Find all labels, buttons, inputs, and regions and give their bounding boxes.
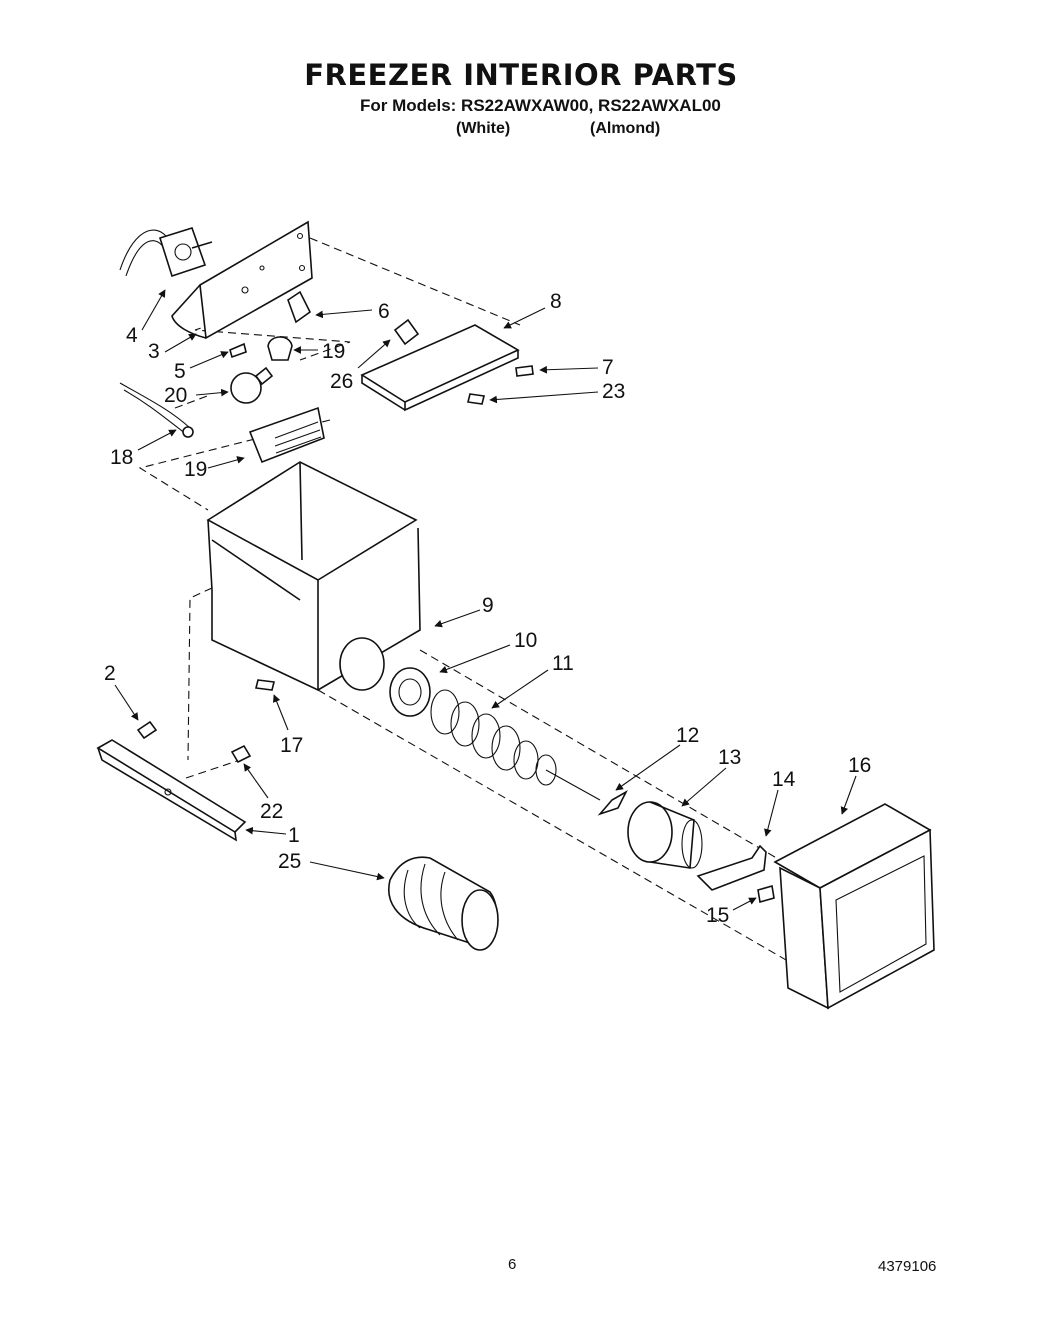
callout-15: 15 bbox=[706, 904, 729, 927]
callout-1: 1 bbox=[288, 824, 300, 847]
callout-numbers: 4 3 5 6 19 20 18 19 26 8 7 23 9 10 11 2 … bbox=[104, 290, 871, 927]
clip-part bbox=[287, 290, 312, 324]
page-title: FREEZER INTERIOR PARTS bbox=[304, 58, 738, 92]
screw-part bbox=[229, 342, 247, 359]
callout-26: 26 bbox=[330, 370, 353, 393]
light-shield-part bbox=[248, 406, 325, 464]
gasket-part bbox=[388, 856, 499, 951]
page-number: 6 bbox=[508, 1256, 517, 1273]
screw-7-part bbox=[515, 365, 534, 377]
callout-2: 2 bbox=[104, 662, 116, 685]
lamp-socket-part bbox=[267, 336, 293, 361]
screw-17-part bbox=[255, 679, 275, 691]
screw-23-part bbox=[467, 393, 485, 405]
models-line: For Models: RS22AWXAW00, RS22AWXAL00 bbox=[360, 96, 721, 115]
callout-3: 3 bbox=[148, 340, 160, 363]
wire-harness-part bbox=[119, 382, 194, 438]
blade-part bbox=[597, 789, 628, 816]
callout-21: 19 bbox=[184, 458, 207, 481]
callout-12: 12 bbox=[676, 724, 699, 747]
nut-part bbox=[757, 884, 775, 904]
callout-19: 19 bbox=[322, 340, 345, 363]
small-clip-part bbox=[393, 318, 420, 346]
screw-22-part bbox=[230, 744, 252, 764]
callout-6: 6 bbox=[378, 300, 390, 323]
auger-spring-part bbox=[430, 689, 601, 801]
cover-plate-part bbox=[360, 324, 520, 412]
callout-23: 23 bbox=[602, 380, 625, 403]
callout-13: 13 bbox=[718, 746, 741, 769]
callout-7: 7 bbox=[602, 356, 614, 379]
motor-part bbox=[119, 227, 213, 278]
callout-18: 18 bbox=[110, 446, 133, 469]
callout-16: 16 bbox=[848, 754, 871, 777]
bracket-part bbox=[171, 220, 313, 340]
callout-25: 25 bbox=[278, 850, 301, 873]
callout-9: 9 bbox=[482, 594, 494, 617]
callout-8: 8 bbox=[550, 290, 562, 313]
ice-bin-part bbox=[206, 461, 421, 692]
screw-2-part bbox=[136, 720, 158, 740]
light-bulb-part bbox=[230, 366, 274, 404]
callout-14: 14 bbox=[772, 768, 796, 791]
callout-4: 4 bbox=[126, 324, 138, 347]
callout-22: 22 bbox=[260, 800, 283, 823]
callout-5: 5 bbox=[174, 360, 186, 383]
callout-10: 10 bbox=[514, 629, 537, 652]
callout-11: 11 bbox=[552, 652, 574, 675]
bearing-part bbox=[389, 667, 431, 717]
callout-20: 20 bbox=[164, 384, 187, 407]
variant-white: (White) bbox=[456, 120, 511, 137]
end-bracket-part bbox=[696, 844, 767, 891]
callout-17: 17 bbox=[280, 734, 303, 757]
front-housing-part bbox=[773, 803, 935, 1010]
crusher-part bbox=[627, 801, 703, 869]
leader-lines bbox=[114, 289, 857, 911]
document-number: 4379106 bbox=[878, 1258, 937, 1275]
rail-part bbox=[96, 739, 247, 842]
variant-almond: (Almond) bbox=[590, 120, 661, 137]
